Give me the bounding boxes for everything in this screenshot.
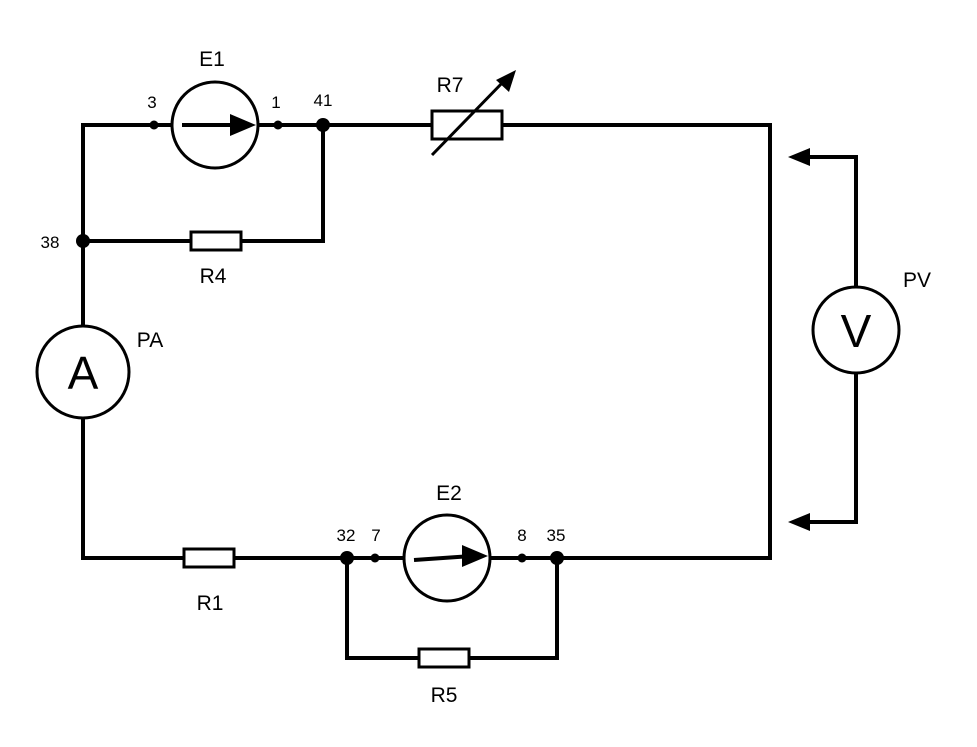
label-r4: R4 [200,265,227,288]
junction-41 [316,118,330,132]
resistor-r1 [182,547,236,569]
terminal-8 [517,553,527,563]
r7-variable-arrow [430,78,507,157]
terminal-7 [370,553,380,563]
node-label-7: 7 [371,526,380,545]
node-label-41: 41 [314,91,333,110]
node-label-32: 32 [337,526,356,545]
node-label-8: 8 [517,526,526,545]
junction-35 [550,551,564,565]
junction-38 [76,234,90,248]
resistor-r7 [430,109,504,141]
label-pv: PV [903,269,931,292]
voltmeter-letter: V [841,305,872,357]
wires [81,123,858,660]
node-label-3: 3 [147,93,156,112]
ammeter-pa: A [35,324,131,420]
label-r7: R7 [437,74,464,97]
label-r5: R5 [431,684,458,707]
label-e2: E2 [436,482,462,505]
resistor-r5 [417,647,471,669]
ammeter-letter: A [68,347,99,399]
node-label-35: 35 [547,526,566,545]
label-pa: PA [137,329,163,352]
voltmeter-pv: V [811,285,901,375]
source-e2 [402,513,492,603]
node-label-38: 38 [41,233,60,252]
resistor-r4 [189,230,243,252]
terminal-1 [273,120,283,130]
node-label-1: 1 [271,93,280,112]
voltmeter-probe-top-arrow [788,148,810,166]
junction-32 [340,551,354,565]
voltmeter-probe-bottom-arrow [788,513,810,531]
terminal-3 [149,120,159,130]
label-e1: E1 [199,48,225,71]
r7-arrowhead [496,70,516,92]
label-r1: R1 [197,592,224,615]
source-e1 [170,80,260,170]
